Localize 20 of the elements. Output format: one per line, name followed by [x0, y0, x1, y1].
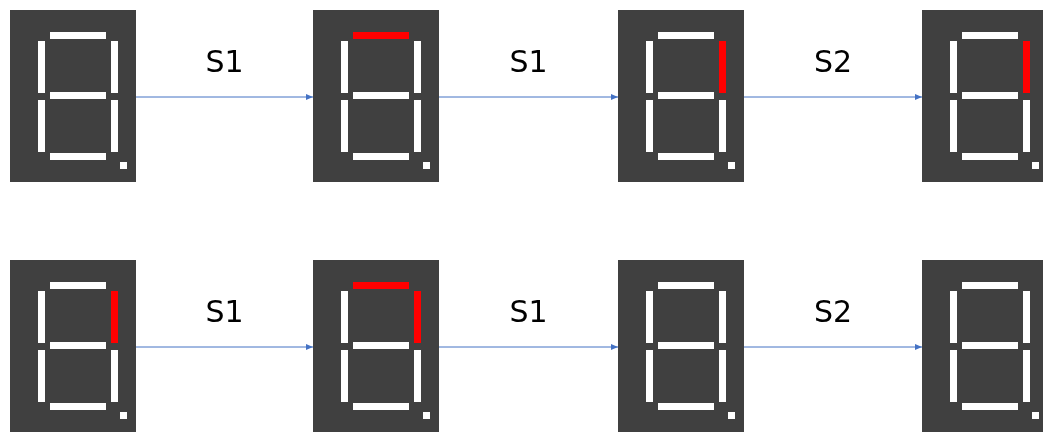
arrow [135, 94, 314, 100]
seven-segment-display-drawing [313, 10, 439, 182]
seven-segment-display-drawing [313, 260, 439, 432]
arrow [438, 344, 619, 350]
edge-label: S1 [509, 297, 548, 327]
edge-label: S1 [205, 297, 244, 327]
seven-segment-display-drawing [922, 260, 1043, 432]
seven-segment-display-drawing [10, 260, 136, 432]
arrow [438, 94, 619, 100]
seven-segment-display-drawing [10, 10, 136, 182]
edge-label: S1 [509, 47, 548, 77]
arrow [743, 344, 923, 350]
arrow [743, 94, 923, 100]
seven-segment-display-drawing [618, 10, 744, 182]
edge-label: S2 [813, 47, 853, 77]
arrow [135, 344, 314, 350]
seven-segment-display-drawing [618, 260, 744, 432]
seven-segment-display-drawing [922, 10, 1043, 182]
edge-label: S2 [813, 297, 853, 327]
edge-label: S1 [205, 47, 244, 77]
